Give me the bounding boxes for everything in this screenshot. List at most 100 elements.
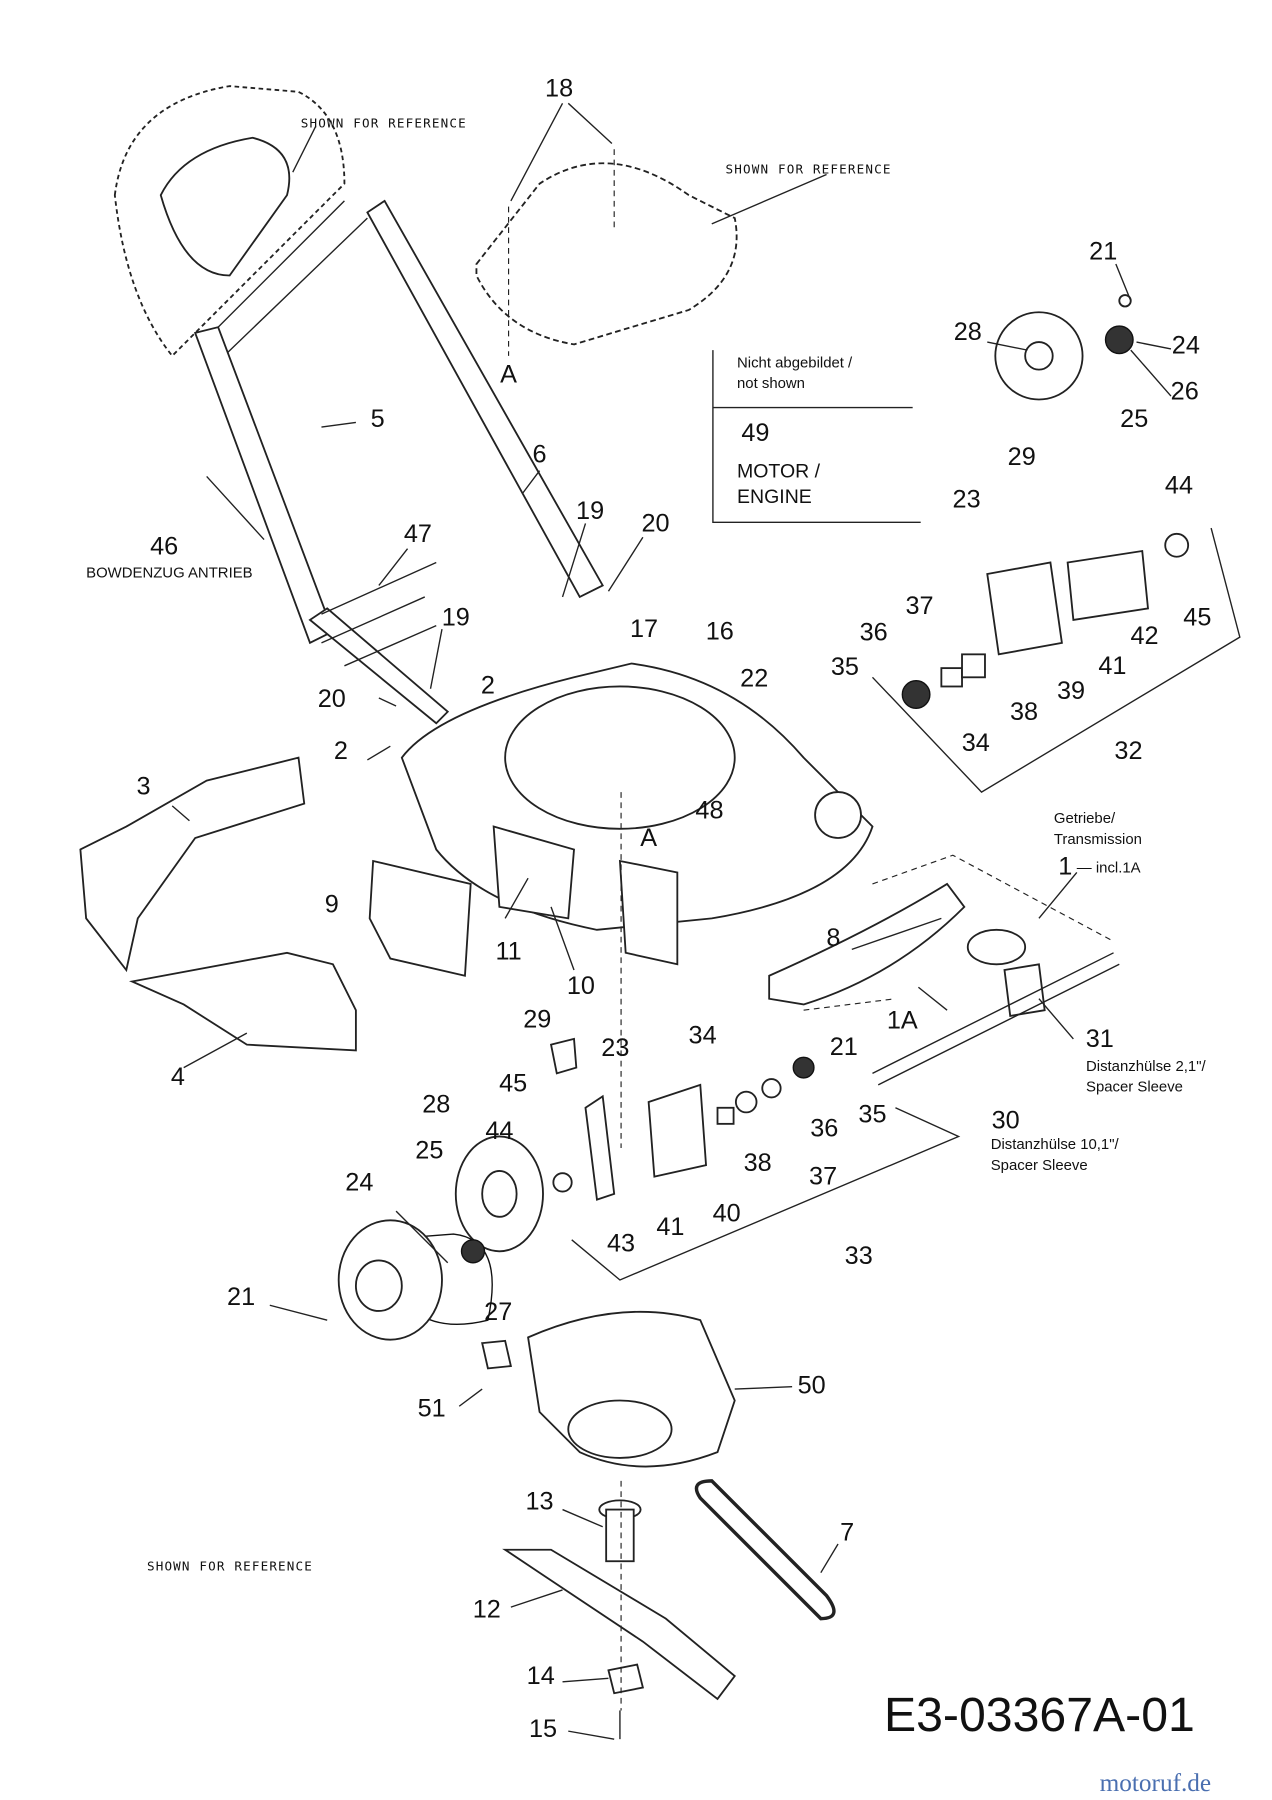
callout: 34 bbox=[689, 1021, 717, 1049]
callout: 50 bbox=[798, 1372, 826, 1400]
callout: 35 bbox=[858, 1101, 886, 1129]
cover-drawing bbox=[475, 162, 738, 346]
callout: 32 bbox=[1114, 737, 1142, 765]
callout: 45 bbox=[1183, 604, 1211, 632]
callout: 36 bbox=[810, 1114, 838, 1142]
callout: 1A bbox=[887, 1007, 918, 1035]
note-wheel-reference: SHOWN FOR REFERENCE bbox=[147, 1558, 313, 1573]
callout: 37 bbox=[905, 592, 933, 620]
rear-flap-drawing bbox=[79, 756, 306, 973]
callout: 4 bbox=[171, 1063, 185, 1091]
callout: 27 bbox=[484, 1298, 512, 1326]
not-shown-header-en: not shown bbox=[737, 375, 805, 392]
callout: 17 bbox=[630, 615, 658, 643]
diagram-code: E3-03367A-01 bbox=[884, 1688, 1195, 1742]
callout: 36 bbox=[860, 619, 888, 647]
callout: 39 bbox=[1057, 677, 1085, 705]
callout: A bbox=[500, 360, 517, 388]
callout: 8 bbox=[826, 924, 840, 952]
engine-part-number: 49 bbox=[741, 419, 769, 447]
callout: 42 bbox=[1130, 622, 1158, 650]
callout: 35 bbox=[831, 653, 859, 681]
callout: 18 bbox=[545, 74, 573, 102]
callout: 29 bbox=[1008, 443, 1036, 471]
note-incl-1a: — incl.1A bbox=[1077, 859, 1141, 876]
callout: 22 bbox=[740, 664, 768, 692]
note-spacer-long-en: Spacer Sleeve bbox=[991, 1157, 1088, 1174]
callout: A bbox=[640, 824, 657, 852]
motoruf-logo: motoruf.de bbox=[1100, 1769, 1212, 1797]
callout: 25 bbox=[1120, 405, 1148, 433]
callout: 21 bbox=[830, 1033, 858, 1061]
callout: 5 bbox=[371, 405, 385, 433]
callout: 28 bbox=[954, 318, 982, 346]
belt-drawing bbox=[694, 1479, 836, 1621]
callout: 2 bbox=[481, 671, 495, 699]
note-spacer-long-de: Distanzhülse 10,1"/ bbox=[991, 1136, 1120, 1153]
callout: 2 bbox=[334, 737, 348, 765]
callout: 33 bbox=[845, 1242, 873, 1270]
left-drive-drawing bbox=[337, 1037, 961, 1341]
not-shown-box: Nicht abgebildet / not shown 49 MOTOR / … bbox=[712, 350, 921, 524]
callout: 11 bbox=[495, 938, 521, 966]
callout: 23 bbox=[601, 1034, 629, 1062]
callout: 24 bbox=[345, 1168, 373, 1196]
callout: 43 bbox=[607, 1229, 635, 1257]
callout: 40 bbox=[713, 1199, 741, 1227]
callout: 12 bbox=[473, 1595, 501, 1623]
note-bowden-cable: BOWDENZUG ANTRIEB bbox=[86, 564, 253, 581]
note-cover-reference: SHOWN FOR REFERENCE bbox=[726, 161, 892, 176]
note-spacer-short-de: Distanzhülse 2,1"/ bbox=[1086, 1058, 1206, 1075]
callout: 6 bbox=[533, 441, 547, 469]
callout: 23 bbox=[953, 485, 981, 513]
note-handle-reference: SHOWN FOR REFERENCE bbox=[301, 115, 467, 130]
callout: 24 bbox=[1172, 332, 1200, 360]
callout: 14 bbox=[527, 1662, 555, 1690]
callout: 38 bbox=[1010, 698, 1038, 726]
callout: 10 bbox=[567, 972, 595, 1000]
callout: 44 bbox=[1165, 472, 1193, 500]
callout: 31 bbox=[1086, 1025, 1114, 1053]
deck-drawing bbox=[400, 662, 874, 966]
not-shown-header-de: Nicht abgebildet / bbox=[737, 354, 853, 371]
callout: 30 bbox=[992, 1106, 1020, 1134]
transmission-drawing bbox=[768, 854, 1120, 1086]
callout: 44 bbox=[485, 1117, 513, 1145]
callout: 21 bbox=[1089, 237, 1117, 265]
callout: 28 bbox=[422, 1090, 450, 1118]
callout: 19 bbox=[576, 497, 604, 525]
callout: 26 bbox=[1171, 377, 1199, 405]
callout: 7 bbox=[840, 1519, 854, 1547]
engine-label-en: ENGINE bbox=[737, 486, 812, 508]
callout: 16 bbox=[706, 617, 734, 645]
callout: 46 bbox=[150, 532, 178, 560]
callout: 1 bbox=[1058, 853, 1072, 881]
callout: 41 bbox=[1098, 652, 1126, 680]
callout: 38 bbox=[744, 1149, 772, 1177]
callout: 13 bbox=[526, 1488, 554, 1516]
callout: 20 bbox=[318, 685, 346, 713]
mulch-plug-drawing bbox=[368, 859, 472, 977]
note-transmission-en: Transmission bbox=[1054, 831, 1142, 848]
callout-numbers: 18 A 21 28 24 26 25 5 6 29 23 44 46 47 1… bbox=[137, 74, 1212, 1742]
blade-drawing bbox=[502, 1548, 736, 1701]
callout: 34 bbox=[962, 729, 990, 757]
callout: 21 bbox=[227, 1283, 255, 1311]
callout: 45 bbox=[499, 1070, 527, 1098]
callout: 19 bbox=[442, 604, 470, 632]
engine-label-de: MOTOR / bbox=[737, 461, 821, 483]
callout: 48 bbox=[695, 796, 723, 824]
callout: 41 bbox=[656, 1213, 684, 1241]
callout: 51 bbox=[418, 1395, 446, 1423]
callout: 9 bbox=[325, 891, 339, 919]
right-drive-drawing bbox=[871, 294, 1241, 793]
callout: 25 bbox=[415, 1136, 443, 1164]
callout: 47 bbox=[404, 520, 432, 548]
callout: 3 bbox=[137, 772, 151, 800]
note-transmission-de: Getriebe/ bbox=[1054, 810, 1116, 827]
callout: 29 bbox=[523, 1005, 551, 1033]
note-spacer-short-en: Spacer Sleeve bbox=[1086, 1079, 1183, 1096]
callout: 20 bbox=[641, 510, 669, 538]
callout: 15 bbox=[529, 1715, 557, 1743]
